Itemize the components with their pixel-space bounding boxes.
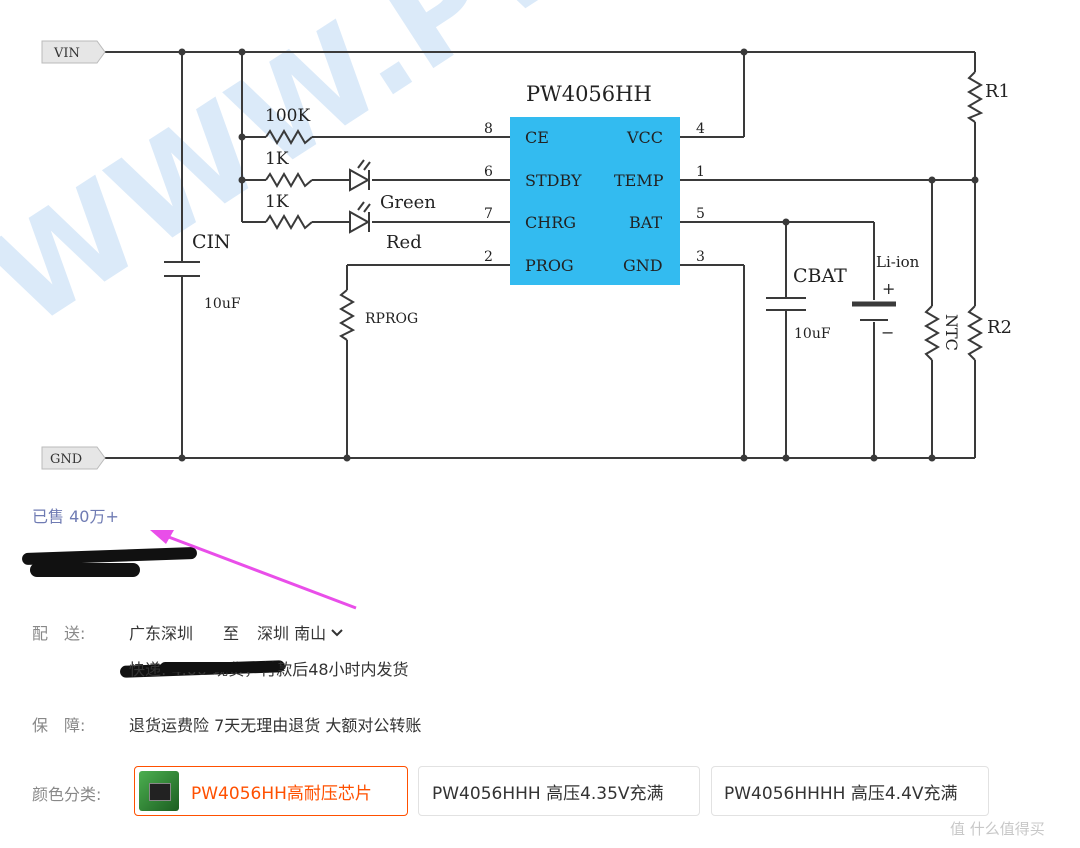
pin-stdby-num: 6: [484, 164, 493, 180]
label-li-ion: Li-ion: [876, 253, 920, 271]
delivery-to-word: 至: [223, 624, 240, 643]
svg-text:GND: GND: [50, 452, 82, 467]
gnd-tag: GND: [41, 446, 106, 470]
label-r1: R1: [985, 81, 1010, 102]
label-100k: 100K: [265, 106, 310, 126]
variant-option-label: PW4056HH高耐压芯片: [191, 783, 372, 804]
guarantee-label: 保 障:: [32, 716, 86, 735]
label-1k-stdby: 1K: [265, 149, 289, 169]
resistor-r2: [967, 305, 983, 361]
chip-body: [510, 117, 680, 285]
label-cin-value: 10uF: [204, 296, 241, 312]
variant-option-label: PW4056HHH 高压4.35V充满: [432, 783, 664, 804]
label-1k-chrg: 1K: [265, 192, 289, 212]
annotation-arrow-icon: [150, 530, 357, 610]
pin-ce-num: 8: [484, 121, 493, 137]
resistor-stdby: [265, 172, 313, 188]
svg-text:VIN: VIN: [53, 46, 80, 61]
label-r2: R2: [987, 317, 1012, 338]
resistor-ce: [265, 129, 313, 145]
pin-gnd-name: GND: [623, 256, 663, 275]
site-watermark: 值 什么值得买: [950, 820, 1045, 838]
delivery-label: 配 送:: [32, 624, 86, 643]
led-green-icon: [349, 159, 371, 192]
pin-vcc-num: 4: [696, 121, 705, 137]
redaction-scribble: [30, 563, 140, 577]
delivery-destination: 深圳 南山: [257, 624, 327, 643]
chip-pin-labels: CE STDBY CHRG PROG VCC TEMP BAT GND: [525, 128, 664, 275]
chip-title: PW4056HH: [526, 82, 652, 106]
chip-pin-numbers: 8 6 7 2 4 1 5 3: [484, 121, 705, 265]
pin-temp-num: 1: [696, 164, 705, 180]
junction-dots: [178, 48, 979, 462]
pin-vcc-name: VCC: [626, 128, 663, 147]
pin-chrg-name: CHRG: [525, 213, 576, 232]
pin-prog-num: 2: [484, 249, 493, 265]
label-rprog: RPROG: [365, 311, 418, 327]
label-bat-plus: +: [882, 279, 895, 298]
component-labels: 100K 1K 1K Green Red CIN 10uF RPROG CBAT…: [192, 81, 1012, 351]
resistor-rprog: [339, 289, 356, 341]
led-red-icon: [349, 201, 371, 234]
delivery-from: 广东深圳: [129, 624, 194, 643]
pin-ce-name: CE: [525, 128, 549, 147]
redaction-scribble: [160, 662, 280, 672]
resistor-chrg: [265, 214, 313, 230]
label-green: Green: [380, 192, 436, 213]
label-red: Red: [386, 232, 422, 253]
label-bat-minus: −: [881, 323, 894, 342]
chevron-down-icon: [330, 623, 344, 642]
delivery-destination-select[interactable]: 深圳 南山: [257, 620, 344, 644]
variant-option-label: PW4056HHHH 高压4.4V充满: [724, 783, 958, 804]
label-cin: CIN: [192, 231, 231, 253]
sold-count: 已售 40万+: [32, 507, 119, 526]
pin-gnd-num: 3: [696, 249, 705, 265]
charger-schematic: WWW.PWCH: [0, 0, 1012, 470]
watermark-text: WWW.PWCH: [0, 0, 812, 356]
variant-option[interactable]: PW4056HHH 高压4.35V充满: [418, 766, 700, 816]
pin-temp-name: TEMP: [614, 171, 664, 190]
resistor-r1: [966, 71, 984, 123]
label-cbat-value: 10uF: [794, 326, 831, 342]
pin-prog-name: PROG: [525, 256, 574, 275]
guarantee-text: 退货运费险 7天无理由退货 大额对公转账: [129, 716, 422, 735]
variant-label: 颜色分类:: [32, 785, 102, 804]
chip-thumbnail-icon: [139, 771, 179, 811]
pin-bat-num: 5: [696, 206, 705, 222]
resistor-ntc: [924, 305, 940, 361]
label-ntc: NTC: [942, 314, 961, 351]
pin-bat-name: BAT: [629, 213, 662, 232]
vin-tag: VIN: [41, 40, 106, 64]
variant-option-selected[interactable]: PW4056HH高耐压芯片: [134, 766, 408, 816]
variant-option[interactable]: PW4056HHHH 高压4.4V充满: [711, 766, 989, 816]
label-cbat: CBAT: [793, 265, 847, 287]
wires: [105, 51, 984, 459]
pin-chrg-num: 7: [484, 206, 493, 222]
pin-stdby-name: STDBY: [525, 171, 582, 190]
